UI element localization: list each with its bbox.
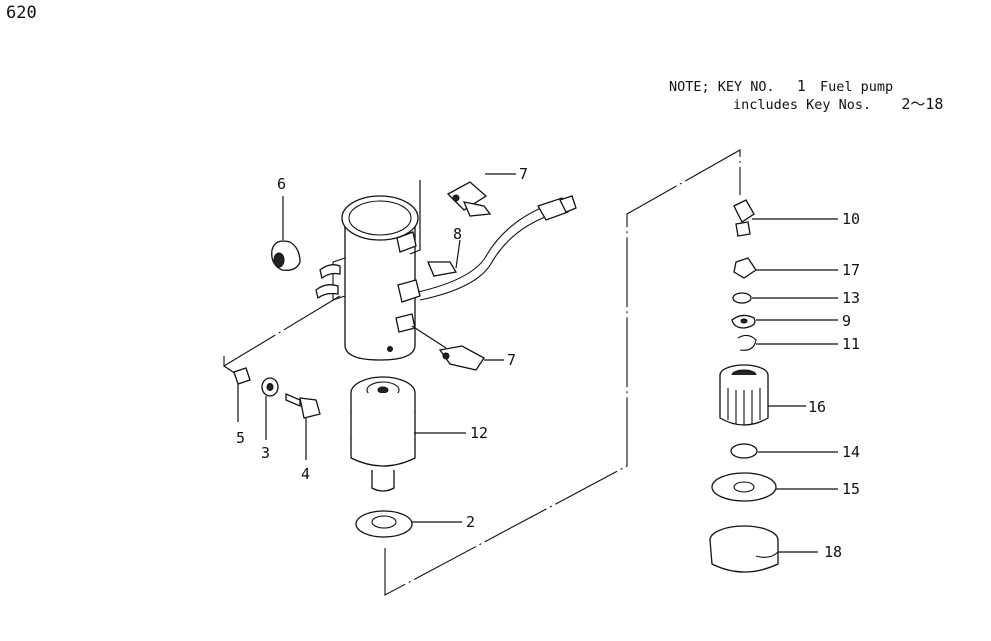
callout-labels: 2 3 4 5 6 7 7 8 9 10 11 12 13 14 15 16 1… <box>236 165 860 561</box>
connector-lower <box>411 325 504 371</box>
note-line1-prefix: NOTE; KEY NO. <box>669 79 775 95</box>
wire-harness <box>417 195 577 301</box>
hardware-parts <box>233 367 321 460</box>
fitting-10 <box>733 199 838 237</box>
gasket <box>355 510 462 538</box>
callout-7-lower: 7 <box>507 351 516 369</box>
callout-9: 9 <box>842 312 851 330</box>
cover-18 <box>709 525 818 573</box>
callout-17: 17 <box>842 261 860 279</box>
callout-15: 15 <box>842 480 860 498</box>
note-line1-suffix: Fuel pump <box>820 79 893 95</box>
callout-10: 10 <box>842 210 860 228</box>
seal-9 <box>731 314 838 329</box>
note-range: 2～18 <box>901 95 943 113</box>
callout-13: 13 <box>842 289 860 307</box>
fuel-pump-body <box>315 180 421 361</box>
filter-16 <box>719 364 806 426</box>
callout-7-upper: 7 <box>519 165 528 183</box>
page-number: 620 <box>6 3 37 23</box>
callout-4: 4 <box>301 465 310 483</box>
svg-text:NOTE; KEY NO. 1 Fu: NOTE; KEY NO. 1 Fuel pump <box>669 77 893 95</box>
callout-11: 11 <box>842 335 860 353</box>
callout-18: 18 <box>824 543 842 561</box>
note-block: NOTE; KEY NO. 1 Fuel pump includes Key N… <box>669 77 943 113</box>
note-line2-prefix: includes Key Nos. <box>733 97 871 113</box>
callout-14: 14 <box>842 443 860 461</box>
callout-6: 6 <box>277 175 286 193</box>
connector-upper <box>446 173 516 217</box>
snap-ring-11 <box>737 334 838 351</box>
callout-12: 12 <box>470 424 488 442</box>
callout-2: 2 <box>466 513 475 531</box>
callout-8: 8 <box>453 225 462 243</box>
washer-13 <box>732 292 838 304</box>
gasket-15 <box>711 472 838 502</box>
callout-5: 5 <box>236 429 245 447</box>
bushing-part <box>271 196 301 271</box>
note-key-no: 1 <box>797 77 806 95</box>
callout-3: 3 <box>261 444 270 462</box>
magnet-14 <box>730 443 838 459</box>
connection-lines <box>223 149 741 596</box>
pump-element <box>350 376 466 492</box>
svg-text:includes Key Nos. 2～18: includes Key Nos. 2～18 <box>733 95 943 113</box>
callout-16: 16 <box>808 398 826 416</box>
valve-17 <box>733 257 838 279</box>
